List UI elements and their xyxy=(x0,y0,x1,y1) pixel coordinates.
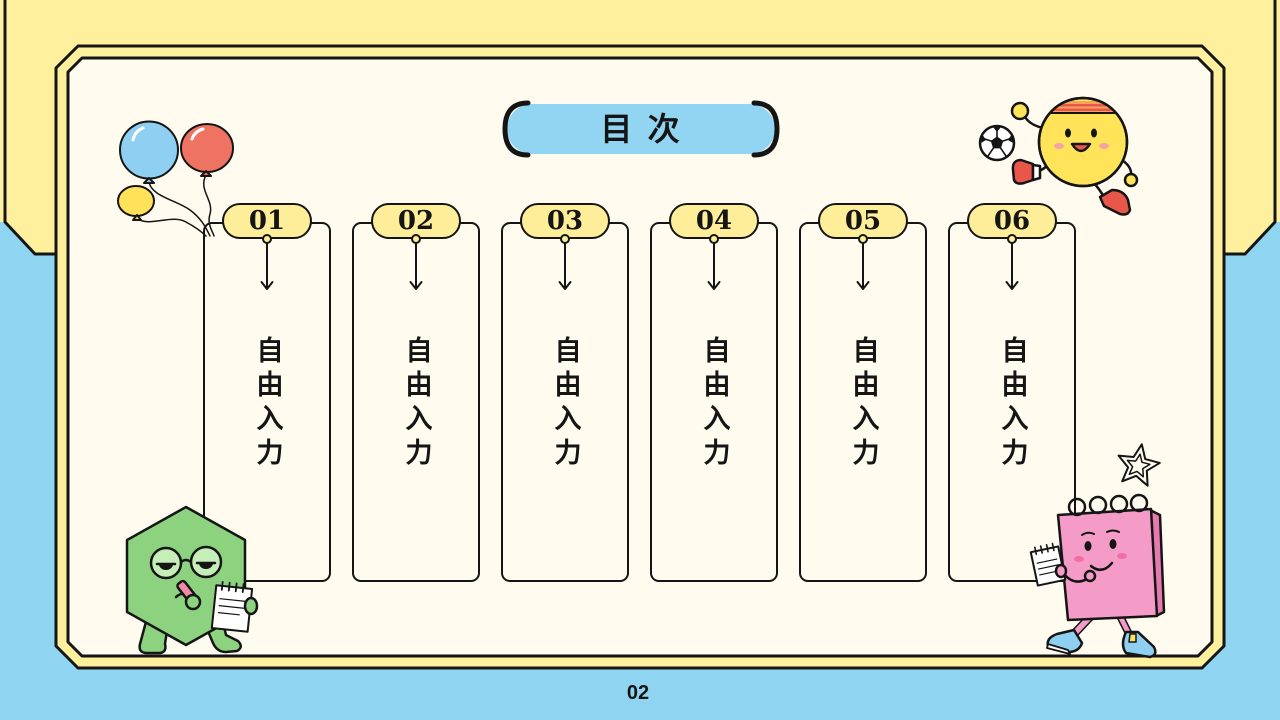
arrow-head xyxy=(1005,281,1019,290)
toc-number: 06 xyxy=(993,206,1031,236)
toc-label-wrap: 自由入力 xyxy=(948,336,1076,472)
top-band-right-outline xyxy=(1220,0,1277,256)
toc-number: 04 xyxy=(695,206,733,236)
down-arrow-icon xyxy=(1005,234,1019,290)
toc-item-5: 05 自由入力 xyxy=(799,203,927,583)
toc-label-wrap: 自由入力 xyxy=(799,336,927,472)
arrow-head xyxy=(260,281,274,290)
toc-label-wrap: 自由入力 xyxy=(501,336,629,472)
arrow-head xyxy=(409,281,423,290)
toc-item-3: 03 自由入力 xyxy=(501,203,629,583)
toc-card xyxy=(501,222,629,582)
connector-dot xyxy=(262,234,272,244)
toc-number: 03 xyxy=(546,206,584,236)
title-pill xyxy=(507,104,775,154)
toc-label: 自由入力 xyxy=(996,336,1028,472)
down-arrow-icon xyxy=(260,234,274,290)
connector-dot xyxy=(411,234,421,244)
toc-number-badge: 03 xyxy=(520,203,610,239)
toc-item-2: 02 自由入力 xyxy=(352,203,480,583)
down-arrow-icon xyxy=(707,234,721,290)
toc-label-wrap: 自由入力 xyxy=(650,336,778,472)
title-box: 目 次 xyxy=(505,103,777,155)
down-arrow-icon xyxy=(856,234,870,290)
toc-number: 02 xyxy=(397,206,435,236)
down-arrow-icon xyxy=(409,234,423,290)
page-title: 目 次 xyxy=(600,110,682,148)
toc-item-4: 04 自由入力 xyxy=(650,203,778,583)
toc-number-badge: 01 xyxy=(222,203,312,239)
title-right-bracket xyxy=(751,100,780,158)
toc-label: 自由入力 xyxy=(400,336,432,472)
page-number: 02 xyxy=(626,682,650,704)
toc-number: 05 xyxy=(844,206,882,236)
connector-dot xyxy=(1007,234,1017,244)
toc-item-6: 06 自由入力 xyxy=(948,203,1076,583)
connector-dot xyxy=(560,234,570,244)
connector-dot xyxy=(858,234,868,244)
toc-label-wrap: 自由入力 xyxy=(352,336,480,472)
toc-label: 自由入力 xyxy=(698,336,730,472)
title-left-bracket xyxy=(502,100,531,158)
toc-label: 自由入力 xyxy=(251,336,283,472)
arrow-head xyxy=(856,281,870,290)
toc-item-1: 01 自由入力 xyxy=(203,203,331,583)
toc-card xyxy=(650,222,778,582)
connector-dot xyxy=(709,234,719,244)
toc-label-wrap: 自由入力 xyxy=(203,336,331,472)
arrow-head xyxy=(707,281,721,290)
top-band-left-outline xyxy=(3,0,60,256)
toc-label: 自由入力 xyxy=(847,336,879,472)
arrow-head xyxy=(558,281,572,290)
toc-label: 自由入力 xyxy=(549,336,581,472)
down-arrow-icon xyxy=(558,234,572,290)
toc-number: 01 xyxy=(248,206,286,236)
